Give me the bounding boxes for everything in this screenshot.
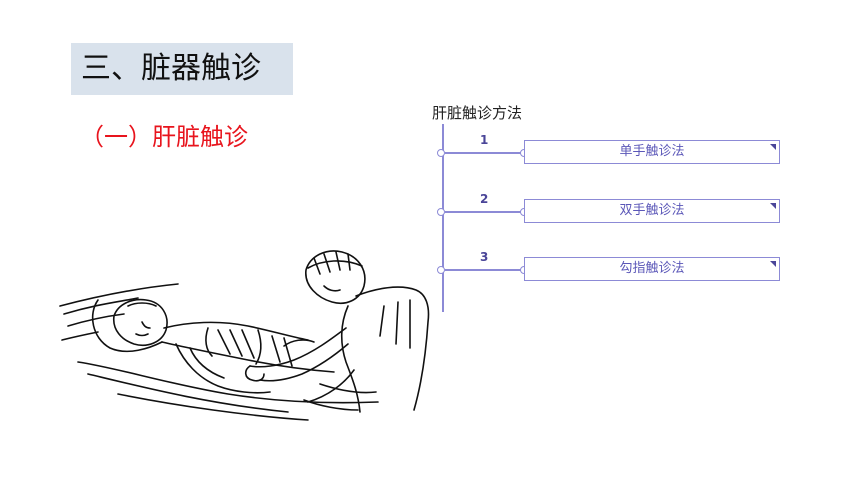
- diagram-title: 肝脏触诊方法: [432, 104, 523, 122]
- method-box: 勾指触诊法: [524, 257, 780, 281]
- corner-mark-icon: [770, 144, 776, 150]
- method-label: 双手触诊法: [619, 203, 685, 218]
- method-box: 单手触诊法: [524, 140, 780, 164]
- section-title: 三、脏器触诊: [71, 43, 293, 95]
- node-dot-icon: [437, 208, 445, 216]
- subtitle: （一）肝脏触诊: [80, 123, 248, 151]
- corner-mark-icon: [770, 261, 776, 267]
- branch-item: 1 单手触诊法: [437, 133, 781, 168]
- node-dot-icon: [437, 149, 445, 157]
- method-label: 单手触诊法: [619, 144, 685, 159]
- branch-number: 2: [480, 192, 489, 206]
- branch-item: 2 双手触诊法: [437, 192, 781, 227]
- connector-line: [445, 152, 524, 154]
- method-label: 勾指触诊法: [619, 261, 685, 276]
- node-dot-icon: [437, 266, 445, 274]
- branch-number: 1: [480, 133, 489, 147]
- method-box: 双手触诊法: [524, 199, 780, 223]
- tree-trunk-line: [442, 124, 444, 312]
- corner-mark-icon: [770, 203, 776, 209]
- branch-item: 3 勾指触诊法: [437, 250, 781, 285]
- branch-number: 3: [480, 250, 489, 264]
- liver-palpation-illustration: [59, 250, 430, 421]
- connector-line: [445, 269, 524, 271]
- connector-line: [445, 211, 524, 213]
